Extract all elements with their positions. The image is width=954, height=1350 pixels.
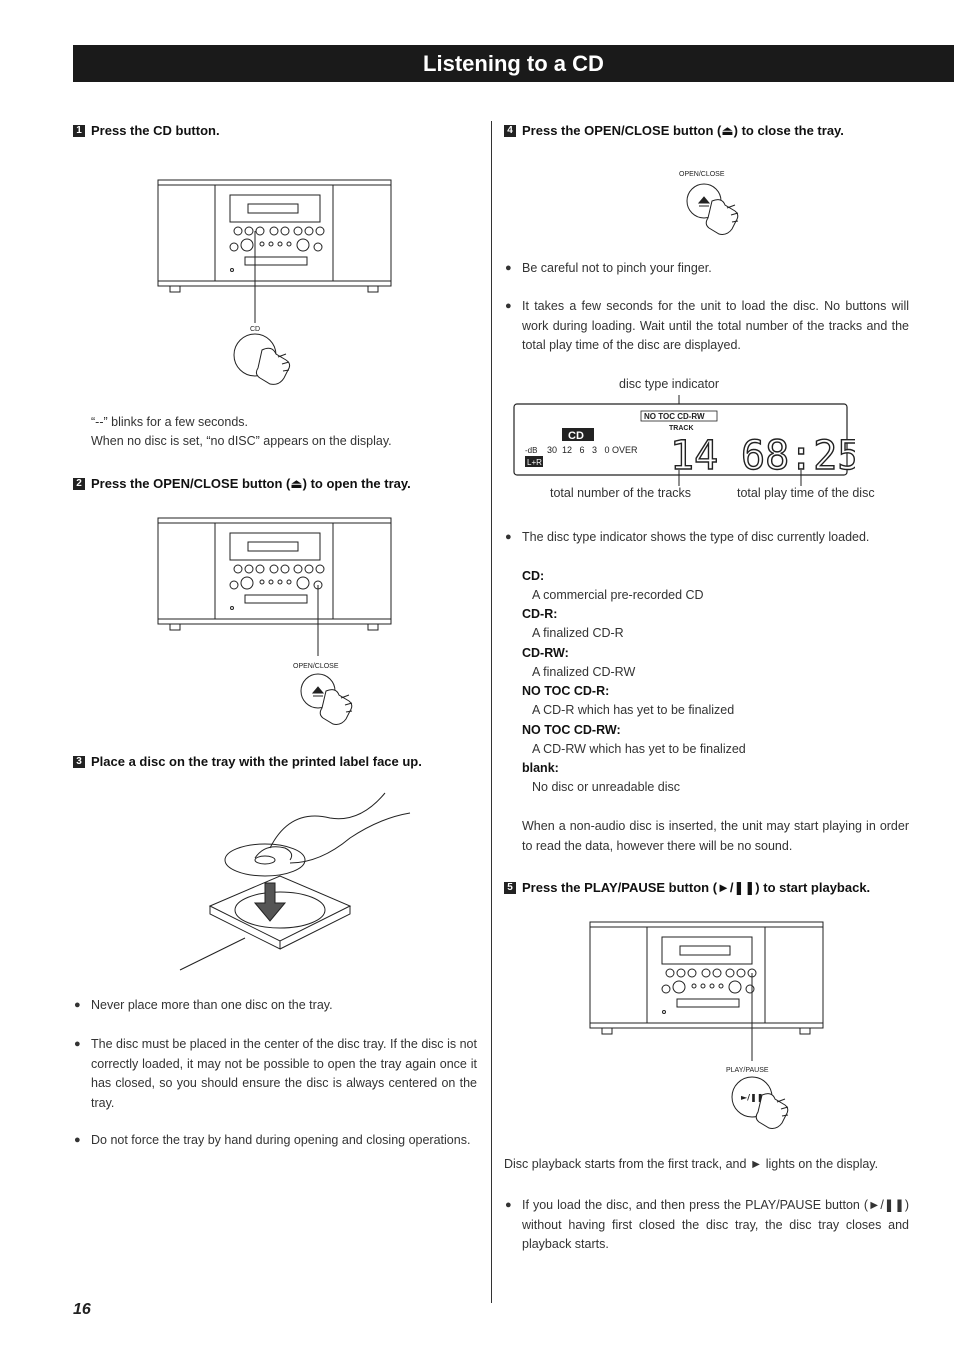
def-desc-cd: A commercial pre-recorded CD bbox=[532, 588, 704, 602]
unit-illustration-open-close: OPEN/CLOSE bbox=[157, 517, 392, 725]
bullet-text: Be careful not to pinch your finger. bbox=[522, 261, 712, 275]
bullet-dot: ● bbox=[505, 531, 512, 543]
label-total-play-time: total play time of the disc bbox=[737, 486, 875, 500]
bullet-text: If you load the disc, and then press the… bbox=[522, 1198, 909, 1251]
step-label: Press the OPEN/CLOSE button (⏏) to open … bbox=[91, 476, 411, 491]
step-number: 3 bbox=[73, 755, 85, 768]
bullet-text: The disc must be placed in the center of… bbox=[91, 1037, 477, 1110]
bullet-dot: ● bbox=[74, 1038, 81, 1050]
play-pause-glyph: ►/❚❚ bbox=[741, 1093, 763, 1102]
db-label: -dB bbox=[525, 446, 537, 455]
bullet-text: Do not force the tray by hand during ope… bbox=[91, 1133, 471, 1147]
level-scale: 30 12 6 3 0 OVER bbox=[547, 445, 638, 455]
lcd-display-illustration: NO TOC CD-RW TRACK CD -dB 30 12 6 3 0 OV… bbox=[513, 395, 855, 486]
bullet-no-force: ● Do not force the tray by hand during o… bbox=[74, 1131, 477, 1151]
cd-button-label: CD bbox=[250, 326, 260, 333]
bullet-disc-type: ● The disc type indicator shows the type… bbox=[505, 528, 909, 548]
def-term-no-toc-cd-rw: NO TOC CD-RW: bbox=[522, 723, 621, 737]
open-close-button-illustration: OPEN/CLOSE bbox=[679, 171, 739, 235]
def-term-blank: blank: bbox=[522, 761, 559, 775]
def-desc-blank: No disc or unreadable disc bbox=[532, 780, 680, 794]
unit-illustration-cd: CD bbox=[157, 179, 392, 385]
step-number: 1 bbox=[73, 124, 85, 137]
step-1-heading: 1 Press the CD button. bbox=[73, 123, 220, 138]
page-number: 16 bbox=[73, 1301, 91, 1318]
step-3-heading: 3 Place a disc on the tray with the prin… bbox=[73, 754, 422, 769]
def-term-no-toc-cd-r: NO TOC CD-R: bbox=[522, 684, 610, 698]
cd-note-blinks: “--” blinks for a few seconds. bbox=[91, 415, 248, 429]
step-4-heading: 4 Press the OPEN/CLOSE button (⏏) to clo… bbox=[504, 123, 844, 139]
bullet-loading: ● It takes a few seconds for the unit to… bbox=[505, 297, 909, 356]
step-label: Press the OPEN/CLOSE button (⏏) to close… bbox=[522, 123, 844, 138]
disc-tray-illustration bbox=[179, 792, 411, 971]
def-desc-cd-rw: A finalized CD-RW bbox=[532, 665, 636, 679]
page-header: Listening to a CD bbox=[73, 45, 954, 82]
bullet-dot: ● bbox=[74, 1134, 81, 1146]
step-number: 2 bbox=[73, 478, 85, 490]
step-label: Press the CD button. bbox=[91, 123, 220, 138]
playback-start-note: Disc playback starts from the first trac… bbox=[504, 1157, 879, 1171]
cd-note-no-disc: When no disc is set, “no dISC” appears o… bbox=[91, 434, 392, 448]
page-title: Listening to a CD bbox=[423, 51, 604, 76]
unit-illustration-play-pause: PLAY/PAUSE ►/❚❚ bbox=[589, 921, 824, 1129]
play-time-readout: 68:25 bbox=[741, 433, 855, 479]
bullet-text: The disc type indicator shows the type o… bbox=[522, 530, 870, 544]
def-desc-no-toc-cd-r: A CD-R which has yet to be finalized bbox=[532, 703, 735, 717]
step-number: 5 bbox=[504, 882, 516, 894]
non-audio-note: When a non-audio disc is inserted, the u… bbox=[522, 819, 909, 853]
step-5-heading: 5 Press the PLAY/PAUSE button (►/❚❚) to … bbox=[504, 880, 870, 896]
track-count-readout: 14 bbox=[670, 433, 718, 479]
def-desc-no-toc-cd-rw: A CD-RW which has yet to be finalized bbox=[532, 742, 746, 756]
step-label: Press the PLAY/PAUSE button (►/❚❚) to st… bbox=[522, 880, 871, 895]
cd-badge: CD bbox=[568, 430, 584, 442]
play-pause-label: PLAY/PAUSE bbox=[726, 1067, 769, 1074]
bullet-pinch: ● Be careful not to pinch your finger. bbox=[505, 259, 909, 279]
bullet-text: It takes a few seconds for the unit to l… bbox=[522, 299, 909, 352]
bullet-dot: ● bbox=[505, 1199, 512, 1211]
bullet-tray-auto-close: ● If you load the disc, and then press t… bbox=[505, 1196, 909, 1255]
step-2-heading: 2 Press the OPEN/CLOSE button (⏏) to ope… bbox=[73, 476, 411, 492]
label-total-tracks: total number of the tracks bbox=[550, 486, 692, 500]
step-label: Place a disc on the tray with the printe… bbox=[91, 754, 422, 769]
open-close-label: OPEN/CLOSE bbox=[679, 171, 725, 178]
lr-indicator: L+R bbox=[527, 458, 542, 467]
track-indicator: TRACK bbox=[669, 425, 694, 432]
step-number: 4 bbox=[504, 125, 516, 137]
bullet-center-disc: ● The disc must be placed in the center … bbox=[74, 1035, 477, 1113]
bullet-dot: ● bbox=[505, 300, 512, 312]
def-term-cd-r: CD-R: bbox=[522, 607, 558, 621]
def-term-cd-rw: CD-RW: bbox=[522, 646, 569, 660]
bullet-text: Never place more than one disc on the tr… bbox=[91, 998, 333, 1012]
bullet-one-disc: ● Never place more than one disc on the … bbox=[74, 996, 477, 1016]
label-disc-type-indicator: disc type indicator bbox=[619, 377, 720, 391]
def-desc-cd-r: A finalized CD-R bbox=[532, 626, 624, 640]
no-toc-indicator: NO TOC CD-RW bbox=[644, 412, 705, 421]
column-divider bbox=[491, 121, 492, 1303]
bullet-dot: ● bbox=[74, 999, 81, 1011]
bullet-dot: ● bbox=[505, 262, 512, 274]
def-term-cd: CD: bbox=[522, 569, 545, 583]
open-close-label: OPEN/CLOSE bbox=[293, 663, 339, 670]
